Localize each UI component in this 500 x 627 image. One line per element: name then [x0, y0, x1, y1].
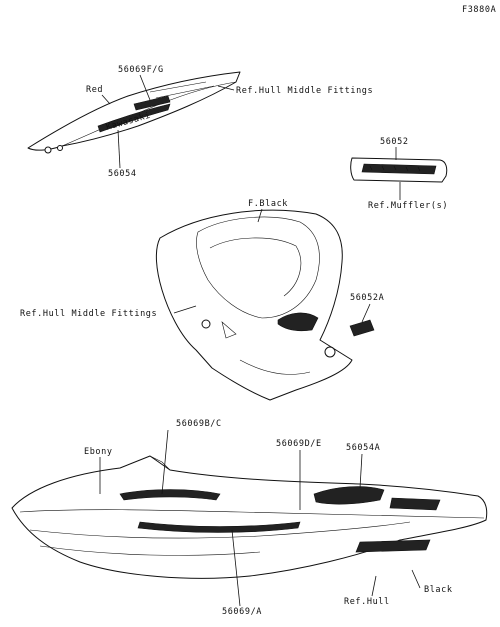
leader-56069A — [231, 529, 241, 607]
leader-fblack — [257, 208, 263, 223]
side-cover-part — [27, 71, 241, 154]
kawasaki-decal-strip — [97, 103, 171, 133]
label-56052: 56052 — [380, 137, 409, 147]
stripe-56069BC — [119, 489, 221, 501]
leader-black — [411, 569, 421, 589]
label-56069FG: 56069F/G — [118, 65, 164, 75]
decal-56052A-right — [349, 319, 375, 337]
label-ref-muffler: Ref.Muffler(s) — [368, 201, 448, 211]
label-56069BC: 56069B/C — [176, 419, 222, 429]
label-ref-hull-middle-fittings-top: Ref.Hull Middle Fittings — [236, 86, 373, 96]
label-fblack: F.Black — [248, 199, 288, 209]
label-red: Red — [86, 85, 103, 95]
muffler-decal-part — [350, 157, 448, 183]
stripe-56069A — [137, 521, 301, 533]
decal-56052A-left — [277, 312, 319, 332]
hull-part — [11, 455, 488, 579]
label-56069DE: 56069D/E — [276, 439, 322, 449]
leader-red — [101, 94, 111, 105]
decal-56054A — [313, 486, 385, 505]
leader-56052A — [361, 303, 371, 323]
leader-56069FG — [139, 74, 151, 101]
leader-56069BC — [161, 429, 169, 495]
leader-ref-hull-middle-left — [173, 305, 197, 314]
deck-fittings-part — [155, 209, 375, 401]
leader-56054A — [359, 453, 363, 489]
hull-side-decal — [355, 539, 431, 553]
leader-56054 — [117, 129, 121, 169]
label-ref-hull: Ref.Hull — [344, 597, 390, 607]
decal-56069FG-shape — [133, 95, 171, 111]
figure-code: F3880A — [462, 5, 496, 15]
label-56054: 56054 — [108, 169, 137, 179]
label-56069A: 56069/A — [222, 607, 262, 617]
label-black: Black — [424, 585, 453, 595]
label-ref-hull-middle-fittings-left: Ref.Hull Middle Fittings — [20, 309, 157, 319]
label-56052A: 56052A — [350, 293, 384, 303]
leader-ref-hull-middle-top — [217, 85, 235, 91]
label-56054A: 56054A — [346, 443, 380, 453]
black-decal-rear — [389, 497, 441, 511]
label-ebony: Ebony — [84, 447, 113, 457]
leader-ref-hull — [371, 575, 377, 597]
